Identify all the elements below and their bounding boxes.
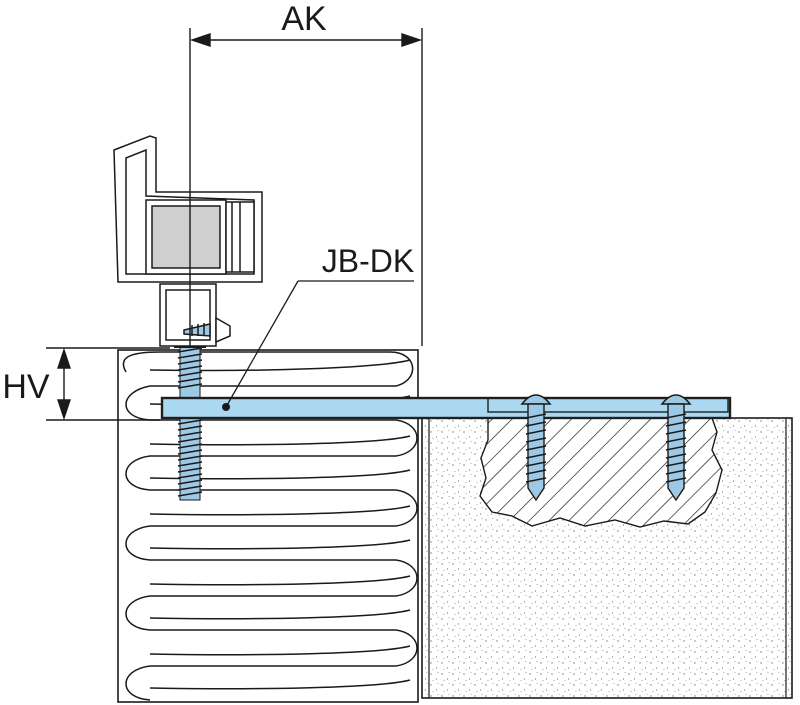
dimension-label-hv: HV <box>2 368 50 406</box>
concrete-block <box>421 417 793 699</box>
window-profile <box>113 135 263 347</box>
screw-icon <box>520 394 552 502</box>
dimension-hv <box>46 347 170 421</box>
dimension-ak <box>189 28 423 346</box>
dimension-label-ak: AK <box>281 0 327 38</box>
component-label: JB-DK <box>322 243 414 279</box>
leader-line <box>225 280 414 408</box>
screw-icon <box>660 394 692 502</box>
jb-dk-bracket <box>160 396 732 420</box>
concrete-section-cutout <box>479 417 723 528</box>
